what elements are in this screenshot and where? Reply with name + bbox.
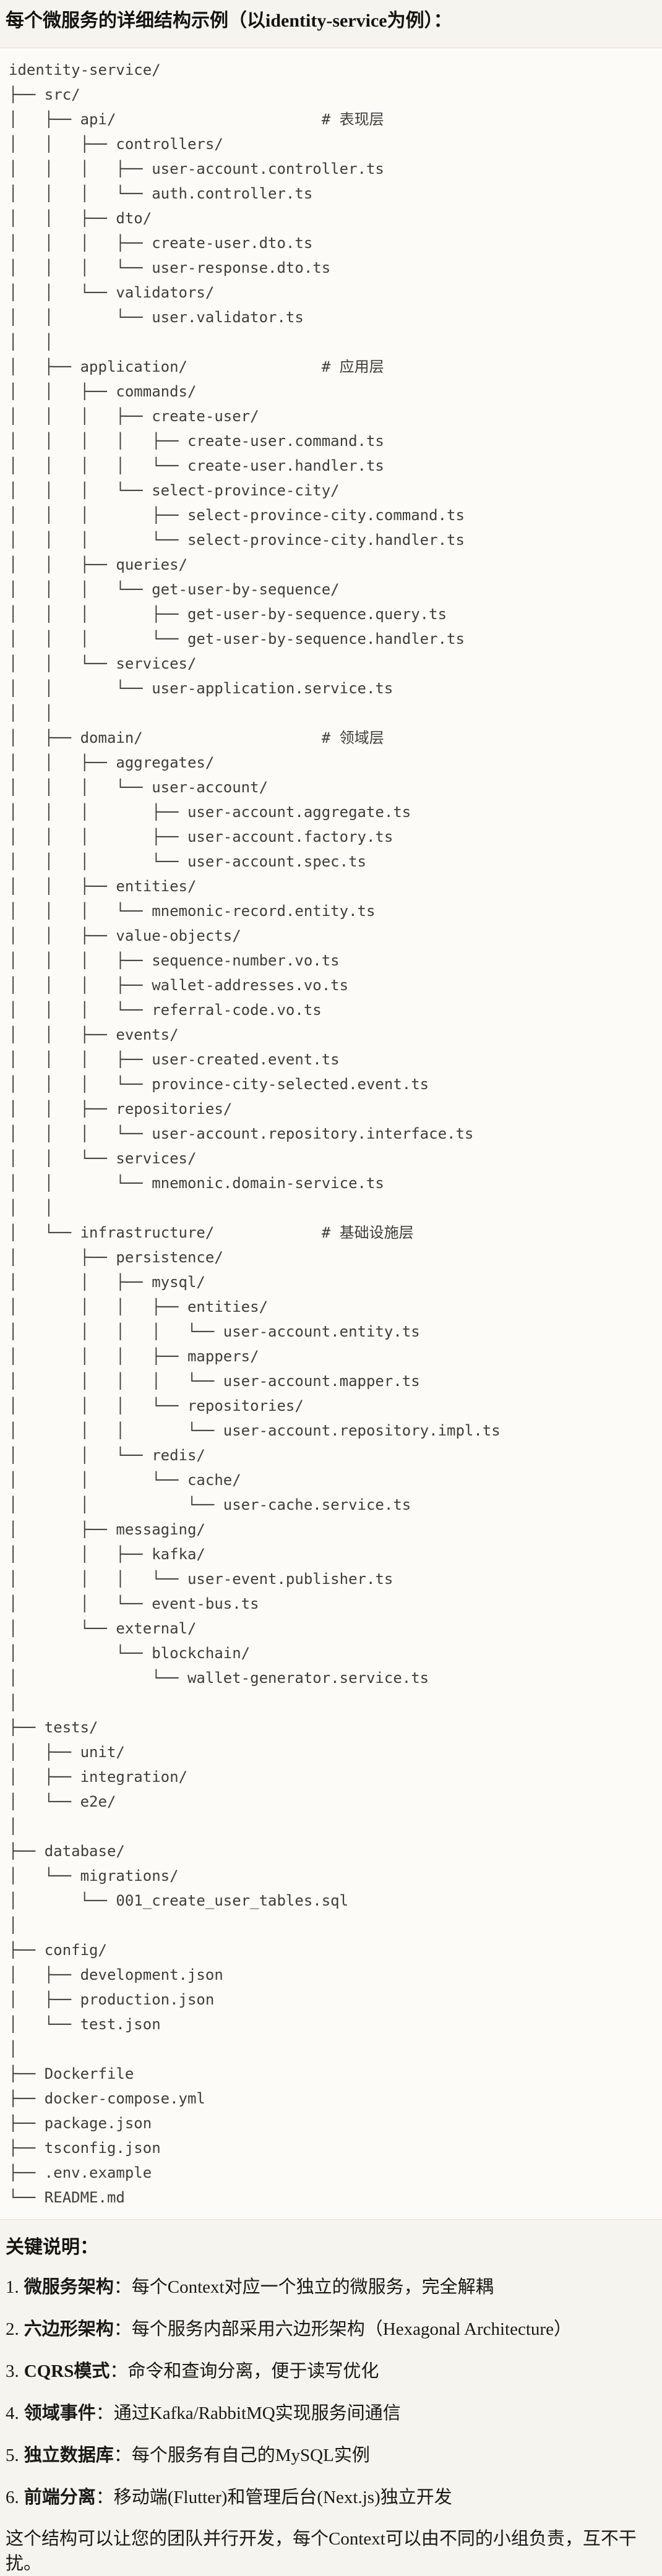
note-term: 领域事件 — [24, 2403, 96, 2423]
note-number: 4. — [6, 2403, 19, 2423]
note-term: CQRS模式 — [24, 2361, 110, 2381]
note-desc: ：命令和查询分离，便于读写优化 — [110, 2361, 379, 2381]
note-term: 六边形架构 — [24, 2319, 114, 2339]
closing-paragraph: 这个结构可以让您的团队并行开发，每个Context可以由不同的小组负责，互不干扰… — [6, 2529, 637, 2574]
note-desc: ：每个Context对应一个独立的微服务，完全解耦 — [113, 2277, 494, 2297]
notes-list: 1.微服务架构：每个Context对应一个独立的微服务，完全解耦 2.六边形架构… — [6, 2274, 656, 2510]
note-number: 2. — [6, 2319, 19, 2339]
note-term: 前端分离 — [24, 2488, 96, 2507]
note-item: 2.六边形架构：每个服务内部采用六边形架构（Hexagonal Architec… — [6, 2316, 656, 2342]
notes-heading: 关键说明： — [6, 2237, 98, 2257]
page-title: 每个微服务的详细结构示例（以identity-service为例）： — [6, 11, 452, 31]
note-desc: ：每个服务有自己的MySQL实例 — [113, 2445, 370, 2465]
note-item: 6. 前端分离：移动端(Flutter)和管理后台(Next.js)独立开发 — [6, 2484, 656, 2510]
note-number: 3. — [6, 2361, 19, 2381]
note-number: 5. — [6, 2445, 19, 2465]
note-number: 6. — [6, 2488, 19, 2507]
note-item: 3.CQRS模式：命令和查询分离，便于读写优化 — [6, 2358, 656, 2384]
note-desc: ：移动端(Flutter)和管理后台(Next.js)独立开发 — [95, 2488, 452, 2507]
note-desc: ：通过Kafka/RabbitMQ实现服务间通信 — [95, 2403, 401, 2423]
note-term: 微服务架构 — [24, 2277, 114, 2297]
note-item: 5.独立数据库：每个服务有自己的MySQL实例 — [6, 2442, 656, 2468]
notes-section: 关键说明： 1.微服务架构：每个Context对应一个独立的微服务，完全解耦 2… — [0, 2235, 662, 2576]
note-item: 4.领域事件：通过Kafka/RabbitMQ实现服务间通信 — [6, 2400, 656, 2426]
note-desc: ：每个服务内部采用六边形架构（Hexagonal Architecture） — [113, 2319, 572, 2339]
note-item: 1.微服务架构：每个Context对应一个独立的微服务，完全解耦 — [6, 2274, 656, 2300]
note-term: 独立数据库 — [24, 2445, 114, 2465]
directory-tree: identity-service/ ├── src/ │ ├── api/ # … — [0, 48, 662, 2220]
note-number: 1. — [6, 2277, 19, 2297]
